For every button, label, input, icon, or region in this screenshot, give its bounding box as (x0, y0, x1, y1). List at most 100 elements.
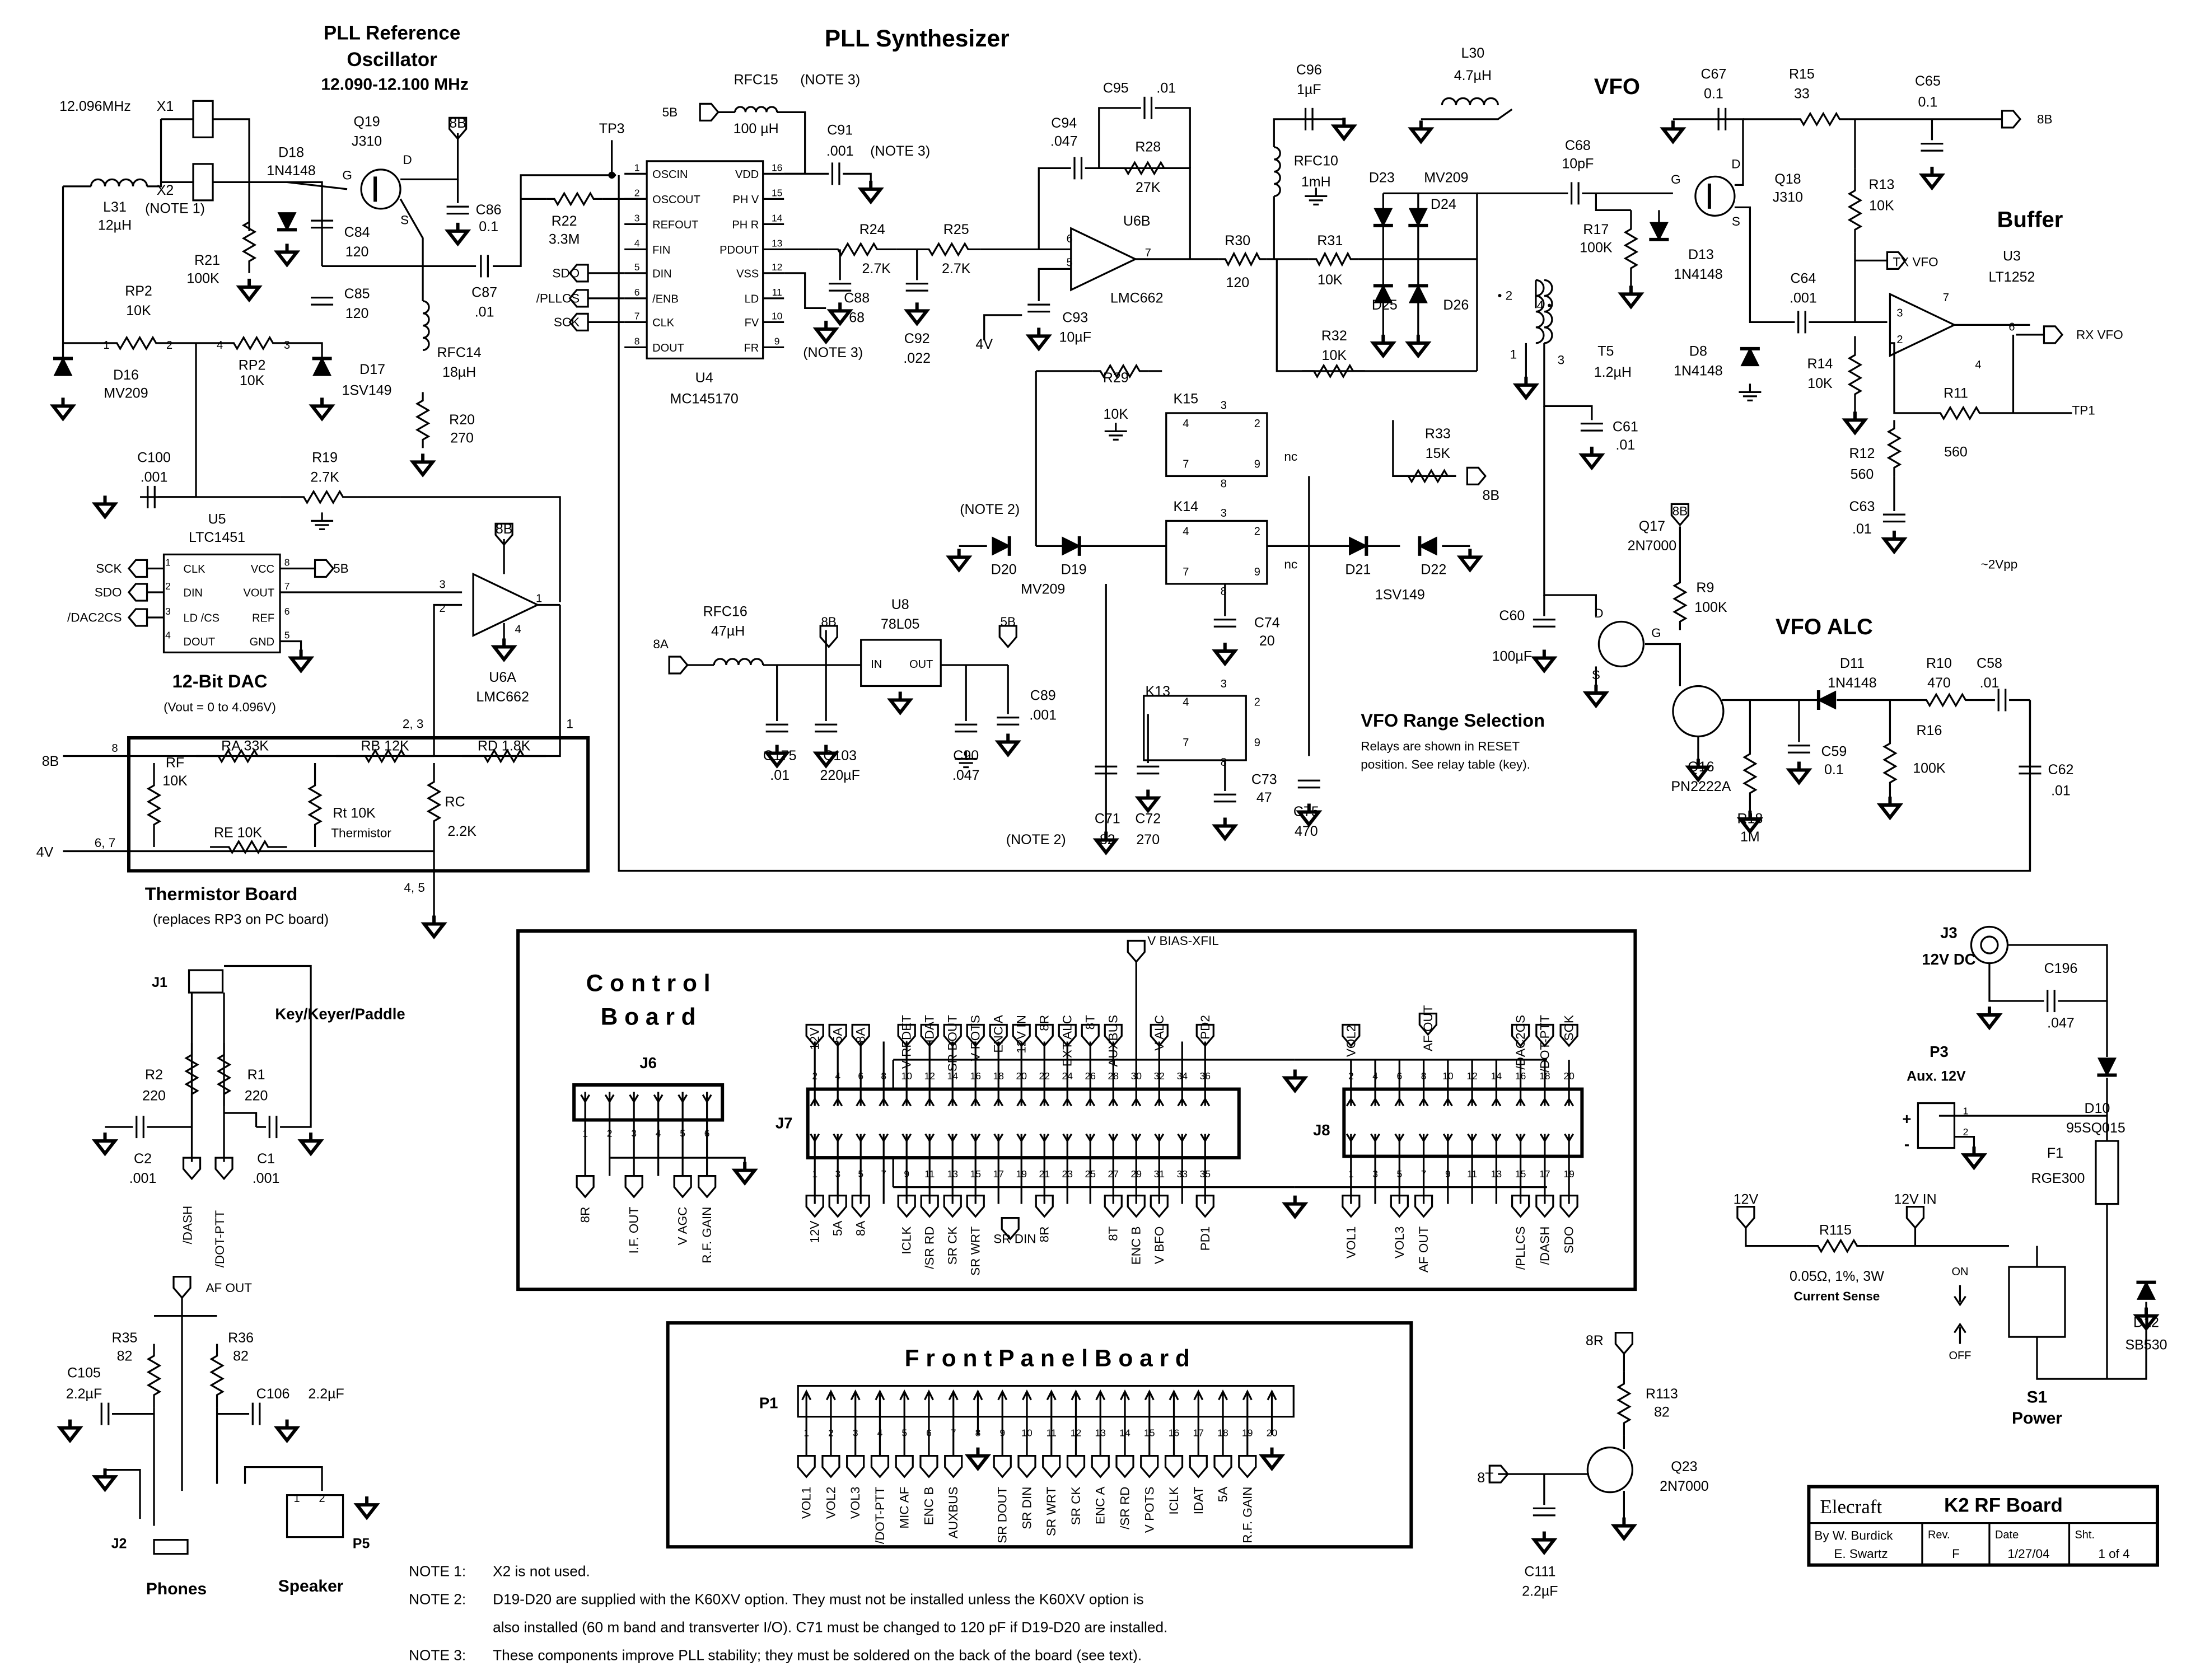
ground-icon (2133, 1307, 2160, 1331)
note-1-text: X2 is not used. (493, 1563, 590, 1580)
port-connector-icon (494, 522, 513, 546)
wire (1890, 342, 1932, 414)
label-b8-5: 8B (821, 615, 837, 629)
label-c73: C73 (1251, 771, 1277, 787)
label-k14-p7: 7 (1183, 566, 1189, 578)
diode-triangle (1374, 284, 1393, 303)
p1-port-icon (944, 1455, 963, 1478)
label-d24: D24 (1431, 196, 1456, 212)
j7-signal-label: V BFO (1152, 1227, 1166, 1265)
wire (1038, 167, 1071, 250)
label-d10-v: 95SQ015 (2066, 1120, 2125, 1136)
label-d13: D13 (1688, 247, 1714, 263)
label-b8-1: 8B (449, 115, 466, 131)
port-connector-icon (2001, 110, 2022, 129)
label-u4-p16: 16 (772, 162, 782, 173)
port-connector-icon (568, 264, 589, 283)
label-c95-v: .01 (1156, 80, 1176, 96)
ground-icon (1512, 376, 1539, 401)
pin-arrow-icon (924, 1389, 934, 1401)
pin-arrow-icon (1467, 1097, 1477, 1107)
label-r15-v: 33 (1794, 86, 1810, 101)
wire (244, 1466, 323, 1491)
label-r12-v: 560 (1851, 466, 1874, 482)
j7-pin-number: 12 (924, 1070, 935, 1082)
diode-symbol (1418, 536, 1437, 556)
p1-signal-label: 5A (1216, 1487, 1230, 1503)
label-re: RE 10K (214, 825, 262, 840)
label-c87: C87 (471, 284, 497, 300)
capacitor-symbol (251, 1402, 261, 1425)
port-connector-icon (314, 559, 335, 578)
label-q19-g: G (342, 168, 352, 182)
label-t5-p4: 4 • (1537, 298, 1552, 312)
label-mv209: MV209 (1424, 170, 1468, 185)
port-connector-icon (127, 608, 148, 627)
pin-arrow-icon (678, 1094, 688, 1104)
label-vfo-range: VFO Range Selection (1361, 710, 1545, 731)
label-u4-p5: 5 (634, 261, 640, 273)
label-u6a-p4: 4 (515, 623, 521, 635)
ground-icon (1282, 1195, 1309, 1219)
pin-arrow-icon (973, 1389, 983, 1401)
label-q18: Q18 (1774, 171, 1801, 187)
resistor-zigzag (1099, 161, 1190, 176)
label-c90-v: .047 (952, 768, 980, 783)
resistor-zigzag (146, 1344, 162, 1407)
label-q19-s: S (400, 213, 409, 227)
wire (224, 965, 312, 1128)
ground-icon (1456, 549, 1483, 573)
j7-pin-number: 7 (881, 1168, 886, 1180)
label-q23: Q23 (1671, 1459, 1697, 1475)
port-connector-icon (1736, 1205, 1755, 1229)
label-u5-vcc: VCC (251, 563, 274, 575)
resistor-zigzag (146, 762, 162, 848)
j7-pin-number: 34 (1177, 1070, 1188, 1082)
label-b8-2: 8B (496, 521, 513, 537)
wire (147, 1106, 193, 1128)
label-c75-v: 470 (1295, 823, 1318, 839)
label-u4-p12: 12 (772, 261, 782, 273)
p1-connector-body (797, 1384, 1295, 1418)
j7-pin-number: 20 (1016, 1070, 1027, 1082)
pin-arrow-icon (1154, 1097, 1165, 1107)
j7-pin-number: 19 (1016, 1168, 1026, 1180)
j7-pin-number: 22 (1039, 1070, 1050, 1082)
label-s1: S1 (2027, 1388, 2048, 1407)
label-c96-v: 1µF (1297, 82, 1321, 97)
notes: NOTE 1: X2 is not used. NOTE 2: D19-D20 … (409, 1563, 1167, 1664)
label-c58: C58 (1977, 656, 2002, 671)
label-r13-v: 10K (1869, 198, 1894, 213)
label-d21-v: 1SV149 (1375, 587, 1425, 602)
label-u8-in: IN (871, 658, 882, 671)
label-c68: C68 (1565, 138, 1591, 153)
ground-icon (812, 745, 839, 769)
p1-pin-number: 9 (999, 1428, 1005, 1439)
dc-jack-icon (1970, 925, 2009, 965)
diode-symbol (2097, 1057, 2117, 1077)
resistor-zigzag (307, 762, 323, 848)
pin-arrow-icon (1108, 1097, 1119, 1107)
ground-icon (1405, 334, 1432, 359)
power-switch-s1 (2008, 1266, 2066, 1338)
label-b8-6: 8B (1673, 504, 1688, 518)
label-tp3: TP3 (599, 121, 625, 137)
p1-signal-label: SR DOUT (996, 1486, 1010, 1543)
p1-signal-label: AUXBUS (946, 1487, 960, 1539)
j7-port-icon (920, 1023, 939, 1047)
diode-symbol (1408, 208, 1428, 227)
pin-arrow-icon (653, 1094, 664, 1104)
label-th-23: 2, 3 (403, 717, 424, 731)
label-c1-v: .001 (253, 1171, 280, 1186)
label-u4-oscin: OSCIN (652, 169, 688, 181)
resistor-zigzag (1847, 168, 1863, 252)
label-u4-fv: FV (745, 317, 759, 329)
pin-arrow-icon (947, 1097, 958, 1107)
pin-arrow-icon (1177, 1097, 1188, 1107)
j8-signal-label: AF OUT (1421, 1005, 1435, 1051)
label-k15-p4: 4 (1183, 418, 1189, 430)
diode-symbol (277, 212, 297, 232)
label-d11: D11 (1840, 656, 1865, 671)
label-th-8: 8 (111, 742, 118, 755)
p1-pin-number: 10 (1021, 1428, 1033, 1439)
